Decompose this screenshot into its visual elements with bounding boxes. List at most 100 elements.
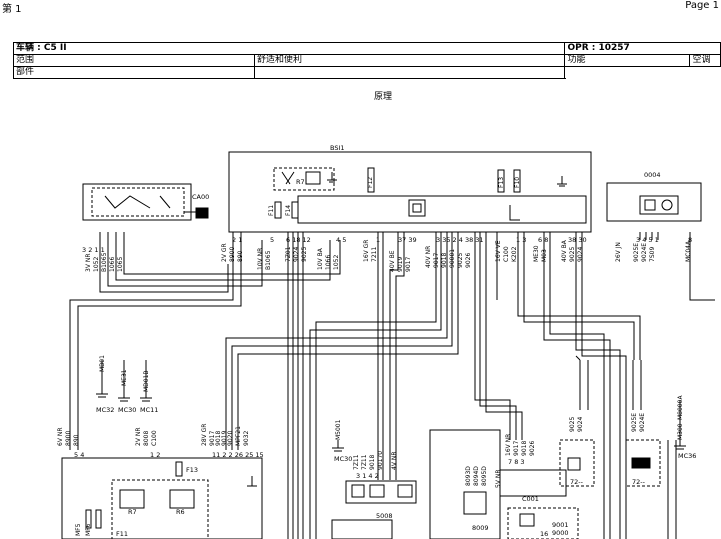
ground-mc30-label: MC30 [118,406,136,414]
c72b-wire-1: 9025E [631,413,638,432]
c8009-label: 8009 [472,524,489,532]
c5008-conn-label: 4V NR [391,452,398,471]
bsi-pins-d: 4 5 [336,236,346,244]
ground-mc32-label: MC32 [96,406,114,414]
c001-wire-3: 9026 [529,441,536,456]
bsi-c2-wire-1: B1065 [265,250,272,270]
bsi-c1-label: 2V GR [221,243,228,262]
c001-wire-1: 9017 [513,441,520,456]
bsi-c7-wire-2: 9018 [441,253,448,268]
c8009-wire-3: 8095D [481,466,488,486]
c5008-pins: 3 1 4 2 [356,472,379,480]
c004-conn-label: 26V JN [615,242,622,262]
low-right-wire-1: 9017 [209,431,216,446]
r7-low-label: R7 [128,508,137,516]
bsi-c1-wire-1: 8900 [229,247,236,262]
left-edge-1: MF5 [75,523,82,536]
bsi-c1-wire-2: 890 [237,250,244,262]
c004-label: 0004 [644,171,661,179]
bsi-c8-wire-1: C100 [503,246,510,262]
component-label-cell: 部件 [13,66,255,79]
ca00-wire-2: B1065 [101,252,108,272]
bsi-c5-wire-1: 7211 [371,247,378,262]
page-number-left: 第 1 [2,4,22,15]
bsi-c7-wire-1: 9017 [433,253,440,268]
low-right-label: 28V GR [201,424,208,446]
bsi1-label: BSI1 [330,144,345,152]
key-icon [195,207,209,219]
bsi-c3-wire-3: 9025 [301,247,308,262]
page-number-right: Page 1 [685,0,719,11]
bsi-c8-wire-2: K202 [511,246,518,262]
f12-label: F12 [367,177,374,188]
bsi-c2-label: 10V NR [257,248,264,270]
function-label-cell: 功能 [564,54,691,67]
left-edge-2: MF6 [85,523,92,536]
c001-side-label: 5V NR [495,470,502,489]
bsi-c4-label: 10V BA [317,247,324,270]
f14-label: F14 [285,205,292,216]
ground-mc36-label: MC36 [678,452,696,460]
lower-left-module [61,457,263,539]
bsi-c6-label: 40V BE [389,250,396,272]
low-right-wire-5: MPF21 [235,426,242,446]
ca00-conn-label: 3V NR [85,254,92,273]
ground-mc04a-label: MC04A [685,240,692,262]
ground-me31-label: ME31 [121,369,128,386]
c5008-wire-2: 7Z11 [361,454,368,470]
bsi-c4-wire-2: 1052 [333,255,340,270]
ground-md01b [140,380,152,402]
ground-m5001-label: M5001 [335,419,342,440]
bsi1-connector-strip [297,195,587,224]
bsi-c7-wire-3: 90001 [449,249,456,268]
bsi-pins-c: 6 18 12 [286,236,311,244]
low-right-pins: 11 2 2 26 25 15 [212,451,264,459]
low-left-wire-1: 8900 [65,431,72,446]
bsi-c4-wire-1: 1066 [325,255,332,270]
c001-pins: 7 8 3 [508,458,525,466]
ground-mc11-label: MC11 [140,406,158,414]
c001-box [499,469,567,497]
c72b-box [625,439,661,487]
low-left-label: 6V NR [57,428,64,447]
bsi-pins-f: 37 39 [398,236,417,244]
bsi-c7-wire-4: 9025 [457,253,464,268]
bsi-pins-a: 2 1 [232,236,242,244]
bsi-pins-g: 3 35 2 4 38 31 [436,236,484,244]
bsi-pins-h: 1 3 [516,236,526,244]
ground-mc30b-label: MC30 [334,455,352,463]
bsi-c10-label: 40V BA [561,239,568,262]
c72b-label: 72-- [632,478,646,486]
bsi-c7-wire-5: 9026 [465,253,472,268]
c8009-wire-1: 8093D [465,466,472,486]
bsi-c7-label: 40V NR [425,246,432,268]
n9000-label: 9000 [552,529,569,537]
bsi-c5-label: 16V GR [363,240,370,262]
c004-pins-b: 8 [688,236,692,244]
n9001-label: 9001 [552,521,569,529]
c5008-wire-4: 90170 [377,451,384,470]
bsi-pins-b: 5 [270,236,274,244]
f11-low-label: F11 [116,530,128,538]
ground-mb01 [96,376,108,398]
info-table: 车辆 : C5 II OPR : 10257 范围 舒适和便利 功能 空调 部件 [12,42,721,79]
c001-wire-2: 9018 [521,441,528,456]
ca00-wire-1: 1052 [93,257,100,272]
ground-me31 [118,388,130,402]
bsi-c3-wire-1: 7Z01 [285,246,292,262]
f13-low-label: F13 [186,466,198,474]
ca00-pins: 3 2 1 1 [82,246,105,254]
low-mid-wire-1: 8008 [143,431,150,446]
c004-wire-3: 7S09 [649,247,656,262]
bsi-pins-j: 38 30 [568,236,587,244]
ca00-wire-3: 1066 [109,257,116,272]
c004-wire-1: 9025E [633,243,640,262]
c5008-wire-3: 9018 [369,455,376,470]
bsi-c9-wire-2: M03 [541,249,548,262]
bsi-c9-wire-1: ME30 [533,245,540,262]
c5008-wire-1: 7Z11 [353,454,360,470]
ground-m300-label: M300 [677,423,684,440]
c001-label: C001 [522,495,539,503]
c72a-wire-2: 9024 [577,417,584,432]
